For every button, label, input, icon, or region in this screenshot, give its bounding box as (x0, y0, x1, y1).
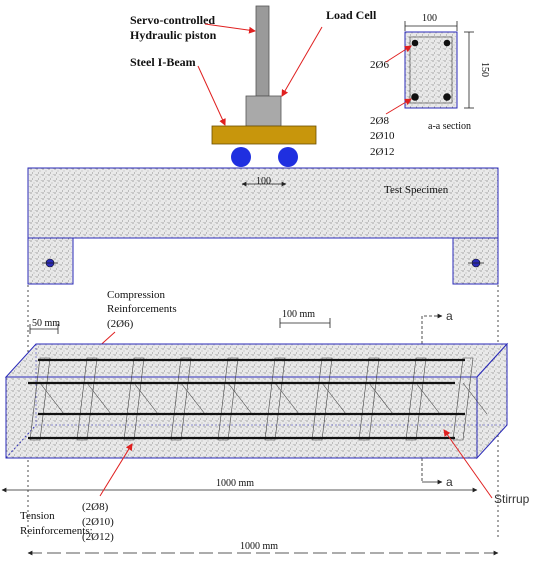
tension-option-3: (2Ø12) (82, 531, 114, 543)
steel-beam-label: Steel I-Beam (130, 55, 196, 69)
stirrup (123, 357, 145, 441)
stirrup (311, 357, 333, 441)
compression-label-line2: Reinforcements (107, 303, 177, 315)
section-stirrup (409, 36, 453, 104)
top-bars-leader (385, 45, 412, 63)
total-length-label: 1000 mm (240, 541, 278, 552)
load-cell-label: Load Cell (326, 8, 377, 22)
piston-label-line2: Hydraulic piston (130, 28, 217, 42)
stirrup-leg (462, 382, 488, 415)
tension-option-1: (2Ø8) (82, 501, 109, 513)
bottom-bar-right (443, 93, 451, 101)
stirrup-leg (133, 382, 159, 415)
steel-beam-leader (197, 65, 226, 126)
top-bars-label: 2Ø6 (370, 59, 389, 71)
stirrup (405, 357, 427, 441)
stirrup-leg (86, 382, 112, 415)
piston-label-line1: Servo-controlled (130, 13, 215, 27)
section-mark-top: a (446, 309, 453, 323)
beam-length-label: 1000 mm (216, 478, 254, 489)
stirrup-spacing-label: 100 mm (282, 309, 315, 320)
bottom-bars-leader (385, 98, 412, 115)
stirrup-leg (321, 382, 347, 415)
test-specimen (27, 167, 499, 239)
load-cell (245, 95, 282, 127)
stirrup-leg (274, 382, 300, 415)
compression-label-line3: (2Ø6) (107, 318, 134, 330)
stirrup-label: Stirrup (494, 492, 530, 506)
steel-i-beam (211, 125, 317, 145)
stirrup-leg (227, 382, 253, 415)
hydraulic-piston (255, 5, 270, 97)
load-roller-left (231, 147, 251, 167)
stirrup (29, 357, 51, 441)
bottom-bar-left (411, 93, 419, 101)
stirrup-leg (39, 382, 65, 415)
stirrup (170, 357, 192, 441)
section-title: a-a section (428, 121, 471, 132)
compression-label-line1: Compression (107, 289, 166, 301)
load-cell-leader (281, 26, 323, 97)
cage-front-face (5, 376, 478, 459)
piston-leader (204, 23, 256, 34)
tension-label-line1: Tension (20, 510, 55, 522)
specimen-label: Test Specimen (384, 184, 449, 196)
stirrup (76, 357, 98, 441)
stirrup-leg (368, 382, 394, 415)
stirrup-leader (443, 429, 493, 499)
edge-spacing-label: 50 mm (32, 318, 60, 329)
top-bar-left (411, 39, 419, 47)
cage-end-face (476, 342, 508, 460)
section-mark-bottom: a (446, 475, 453, 489)
section-width-label: 100 (422, 13, 437, 24)
tension-label-line2: Reinforcements: (20, 525, 93, 537)
stirrup (217, 357, 239, 441)
bottom-bars-label-3: 2Ø12 (370, 146, 394, 158)
load-spacing-label: 100 (256, 176, 271, 187)
stirrup-leg (415, 382, 441, 415)
stirrup (264, 357, 286, 441)
section-cut-top (421, 315, 434, 344)
stirrup-leg (180, 382, 206, 415)
bottom-bars-label-2: 2Ø10 (370, 130, 395, 142)
stirrup (358, 357, 380, 441)
stirrup-group (29, 357, 488, 441)
load-roller-right (278, 147, 298, 167)
section-height-label: 150 (479, 62, 490, 77)
tension-leader (99, 443, 133, 497)
bottom-bars-label-1: 2Ø8 (370, 115, 389, 127)
top-bar-right (443, 39, 451, 47)
tension-option-2: (2Ø10) (82, 516, 114, 528)
stirrup (452, 357, 474, 441)
